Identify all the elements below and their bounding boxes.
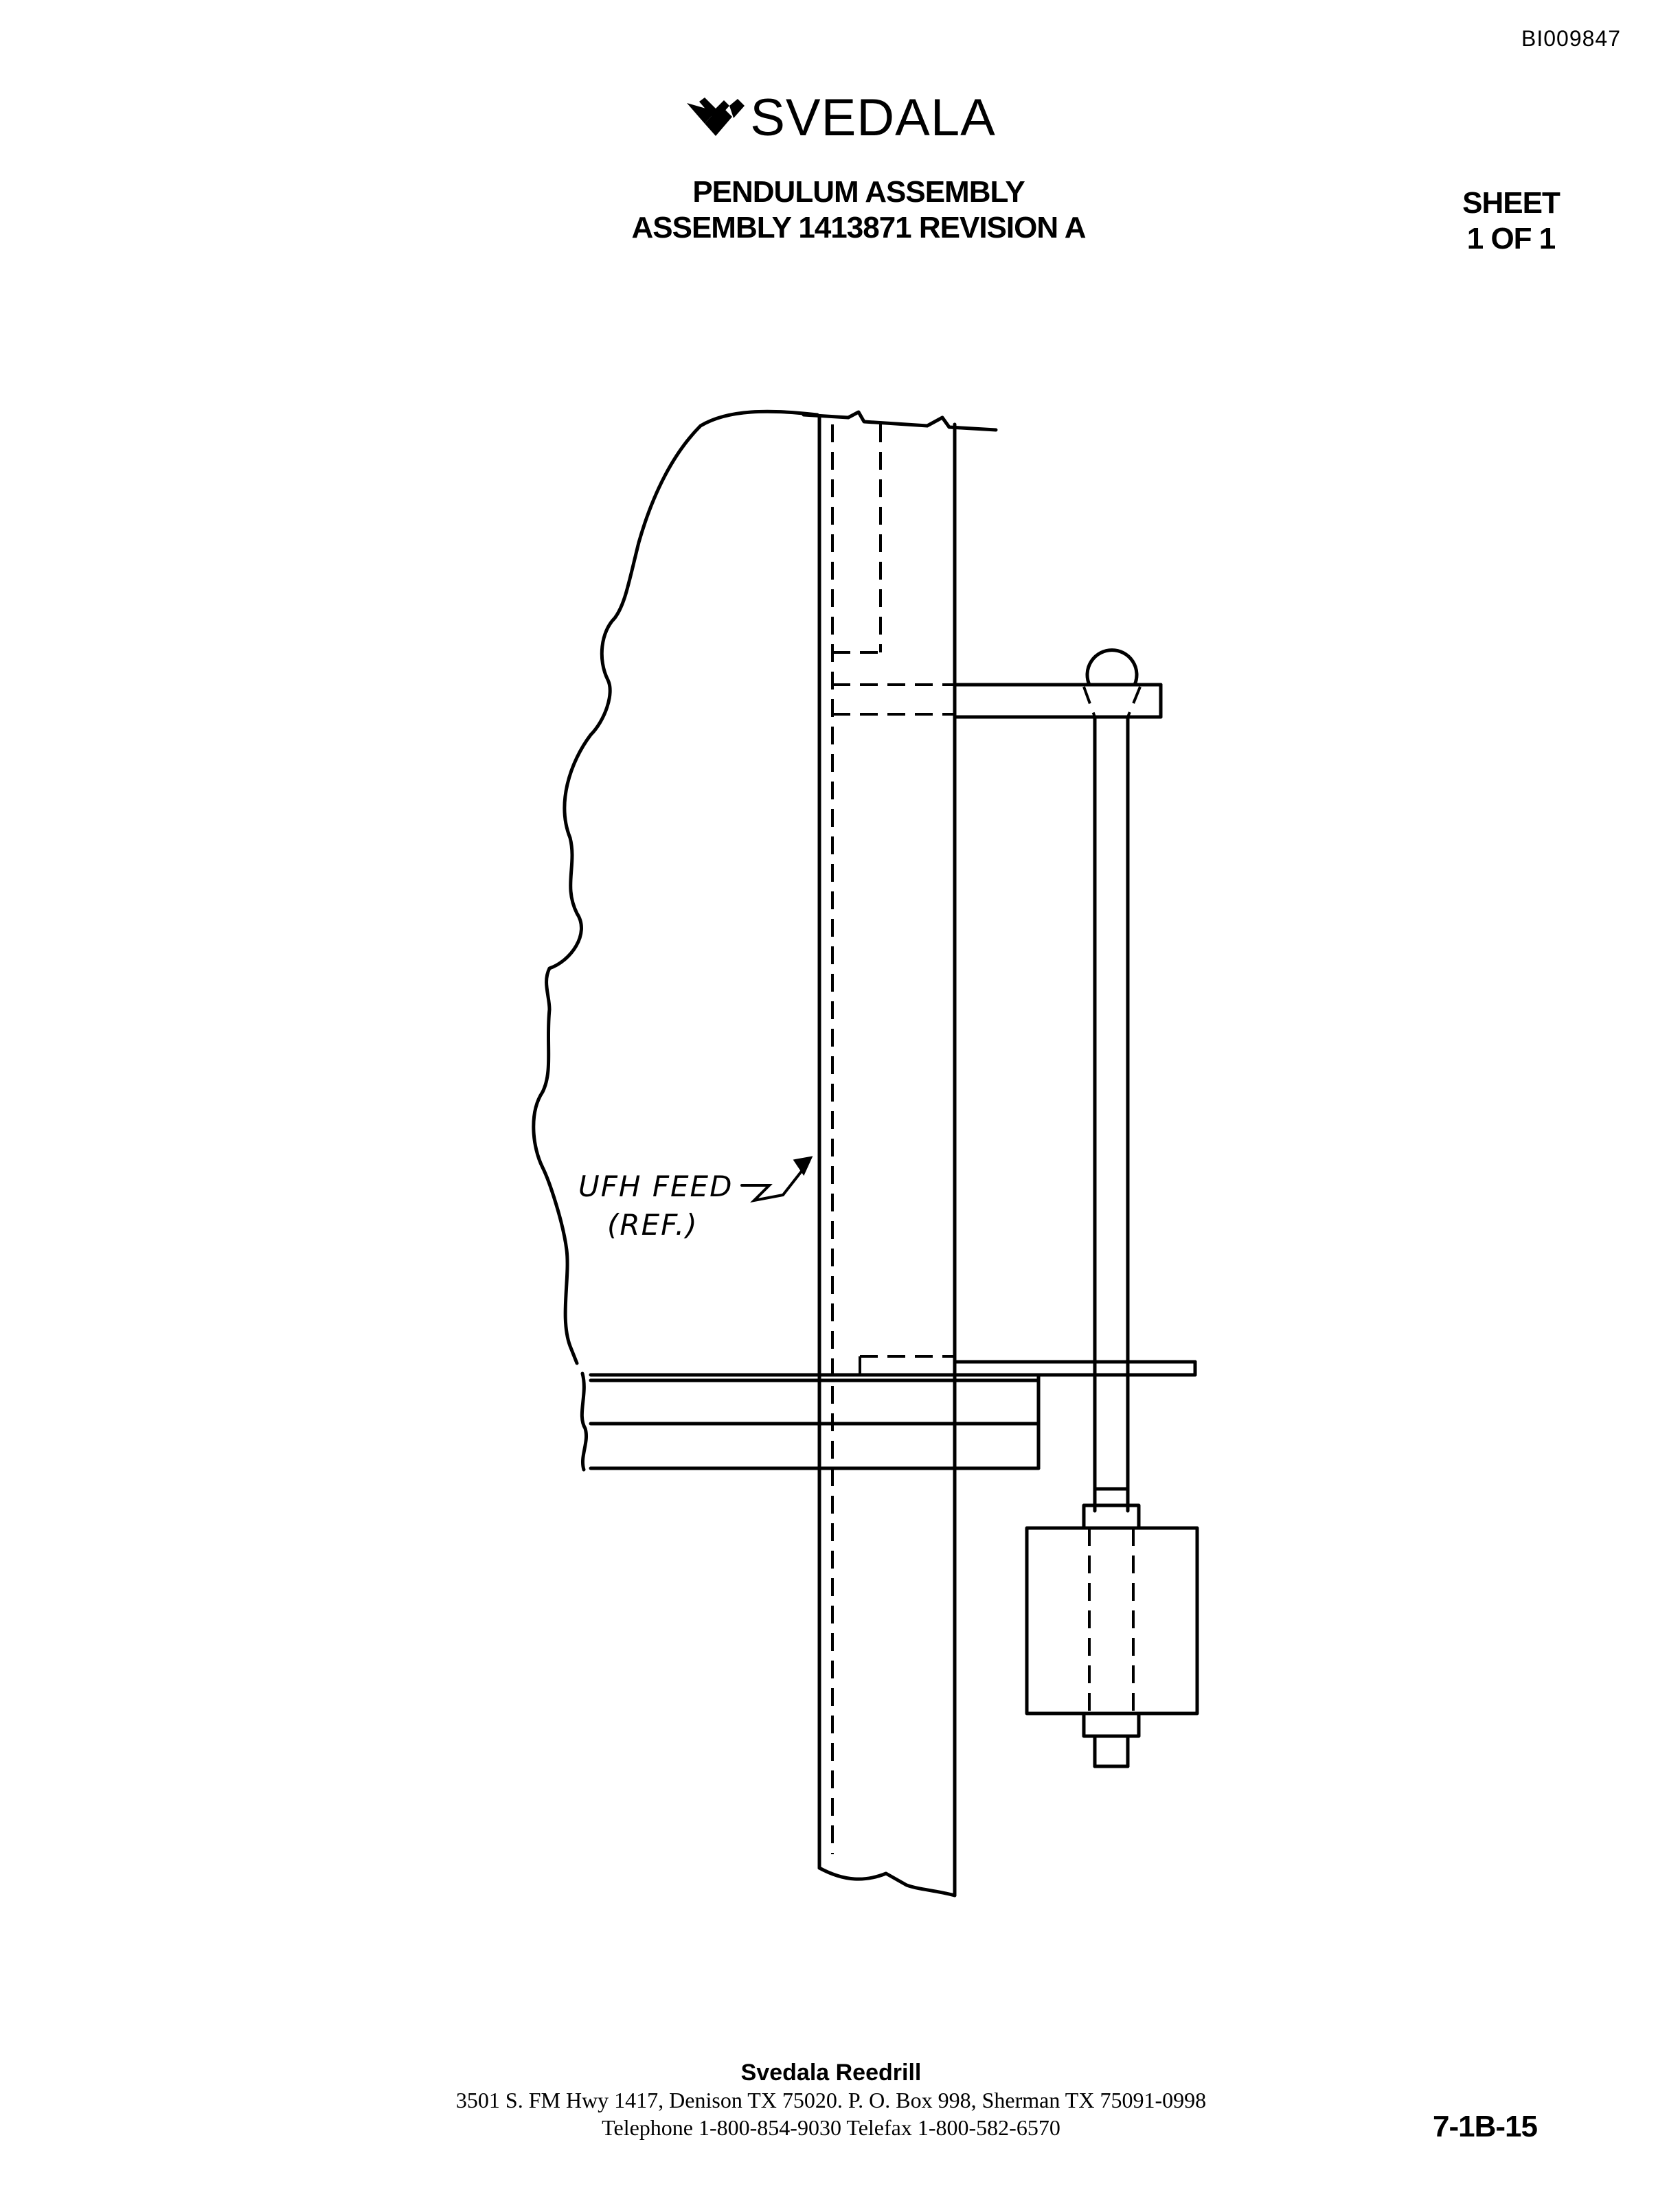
- footer-company: Svedala Reedrill: [740, 2060, 922, 2086]
- beam-left-break: [580, 1371, 588, 1472]
- feed-top-break-line: [802, 410, 998, 432]
- footer-address: 3501 S. FM Hwy 1417, Denison TX 75020. P…: [455, 2088, 1207, 2112]
- sheet-block: SHEET 1 OF 1: [1449, 185, 1573, 257]
- pendulum-ball: [1085, 648, 1139, 687]
- annotation-ref: (REF.): [607, 1208, 699, 1242]
- page-number: 7-1B-15: [1433, 2110, 1538, 2143]
- lower-nut: [1082, 1711, 1141, 1738]
- feed-bottom-break-line: [817, 1866, 957, 1898]
- hidden-ball-neck-right: [1126, 686, 1142, 718]
- logo-wordmark: SVEDALA: [750, 89, 996, 147]
- pendulum-weight: [1025, 1526, 1199, 1716]
- annotation-leader: [740, 1162, 809, 1203]
- annotation-arrowhead: [793, 1156, 813, 1176]
- annotation-ufh-feed: UFH FEED: [578, 1170, 733, 1203]
- hidden-ball-neck-left: [1082, 686, 1096, 718]
- svedala-heart-logo-icon: [687, 98, 745, 136]
- drawing-subtitle: ASSEMBLY 1413871 REVISION A: [631, 211, 1086, 244]
- footer-phones: Telephone 1-800-854-9030 Telefax 1-800-5…: [602, 2115, 1060, 2140]
- drawing-title: PENDULUM ASSEMBLY: [692, 175, 1025, 209]
- company-logo: SVEDALA: [0, 92, 1680, 144]
- sheet-label: SHEET: [1462, 186, 1560, 220]
- break-line-outline: [532, 409, 819, 1365]
- sheet-value: 1 OF 1: [1466, 222, 1556, 255]
- footer: Svedala Reedrill 3501 S. FM Hwy 1417, De…: [385, 2059, 1278, 2141]
- upper-nut: [1082, 1503, 1141, 1530]
- title-block: PENDULUM ASSEMBLY ASSEMBLY 1413871 REVIS…: [604, 174, 1113, 246]
- document-id: BI009847: [1521, 26, 1621, 51]
